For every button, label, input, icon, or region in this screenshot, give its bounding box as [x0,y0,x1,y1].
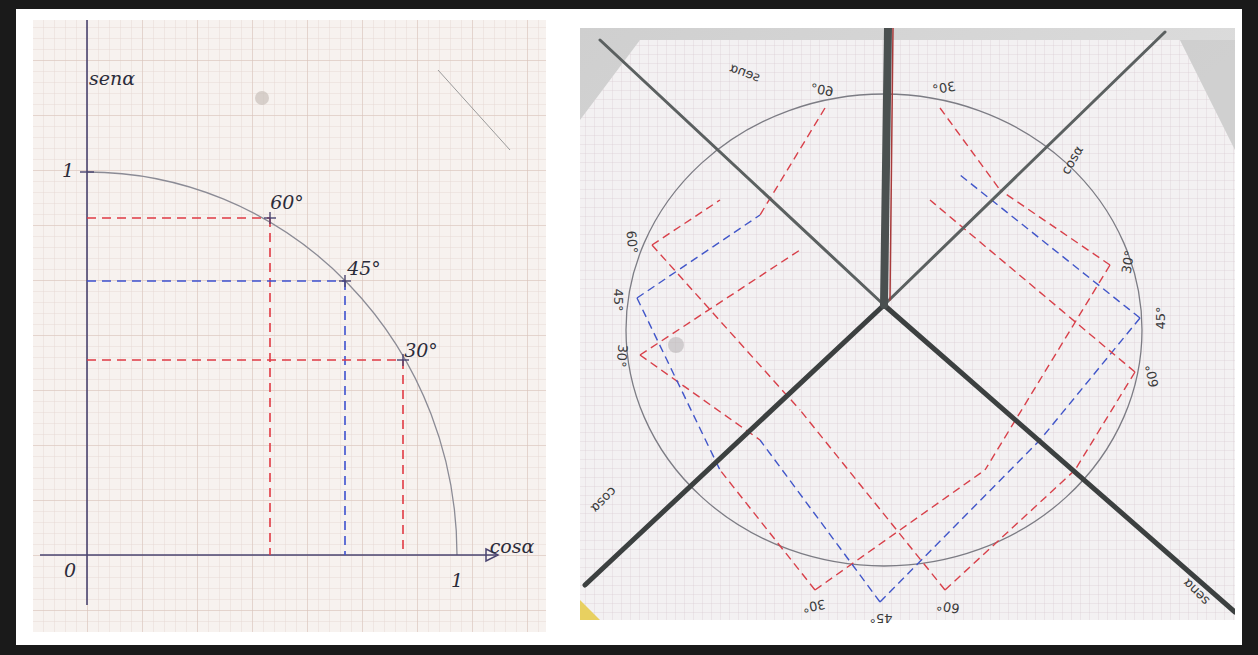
photo-label: 30° [1120,250,1137,275]
axis-label: 60° [270,193,304,212]
axis-label: 45° [347,259,381,278]
photo-label: 30° [802,598,827,615]
photo-label: 60° [625,230,640,254]
photo-label: 60° [810,82,835,99]
photo-label: 45° [612,288,625,311]
axis-label: 30° [404,341,438,360]
axis-label: cosα [490,537,535,556]
photo-label: 45° [869,612,892,625]
axis-label: 0 [64,561,76,580]
photo-label: 30° [615,344,630,368]
axis-label: 1 [62,161,74,180]
axis-label: senα [89,69,135,88]
photo-label: 60° [936,599,961,616]
photo-label: 45° [1154,306,1167,329]
photo-label: 60° [1144,364,1161,389]
photo-label: 30° [932,80,957,97]
axis-label: 1 [451,571,463,590]
